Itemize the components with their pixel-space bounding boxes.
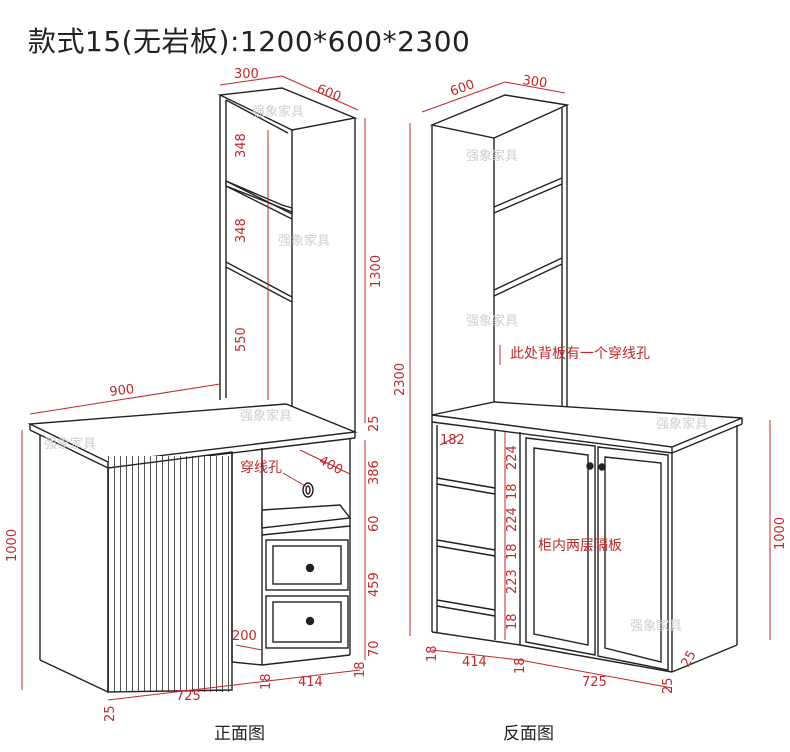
caption-back: 反面图 [503, 724, 554, 744]
watermark: 强象家具 [278, 233, 330, 249]
dim-leg: 200 [232, 629, 257, 644]
dim-bottom-5: 18 [353, 661, 368, 678]
dim-shelf-2: 348 [234, 218, 249, 243]
note-wire-hole: 穿线孔 [240, 460, 282, 476]
front-dimension-lines [21, 75, 366, 701]
dim-bottom-3: 18 [259, 673, 274, 690]
watermarks: 强象家具 强象家具 强象家具 强象家具 强象家具 强象家具 强象家具 强象家具 [44, 104, 708, 634]
watermark: 强象家具 [252, 104, 304, 120]
dim-row-3: 224 [505, 507, 520, 532]
dim-shelf-1: 348 [234, 133, 249, 158]
page-title: 款式15(无岩板):1200*600*2300 [28, 25, 471, 58]
back-view [429, 94, 743, 673]
dim-row-6: 18 [505, 613, 520, 630]
dim-back-bottom-2: 414 [462, 655, 487, 670]
dim-desk-width: 900 [109, 382, 135, 400]
dim-desk-height: 1000 [5, 529, 20, 562]
dim-back-bottom-5: 25 [661, 677, 676, 694]
dim-back-bottom-3: 18 [513, 657, 528, 674]
dim-back-bottom-4: 725 [582, 675, 607, 690]
front-view [27, 87, 358, 693]
dim-row-2: 18 [505, 483, 520, 500]
dim-tower-height: 1300 [369, 255, 384, 288]
dim-back-bottom-6: 25 [678, 648, 699, 670]
front-dimension-labels: 300 600 348 348 550 1300 25 400 386 60 4… [5, 67, 384, 722]
note-back-hole: 此处背板有一个穿线孔 [510, 346, 650, 362]
dim-top-width: 300 [234, 67, 259, 82]
back-dimension-lines [409, 81, 771, 689]
dim-row-5: 223 [505, 569, 520, 594]
dim-back-depth: 600 [448, 77, 476, 100]
dim-shelf-depth: 182 [440, 433, 465, 448]
dim-bottom-1: 25 [103, 705, 118, 722]
caption-front: 正面图 [214, 724, 265, 744]
dim-back-width: 300 [521, 73, 548, 91]
dim-total-height: 2300 [393, 363, 408, 396]
dim-bottom-4: 414 [298, 675, 323, 690]
note-partitions: 柜内两层隔板 [538, 538, 622, 554]
watermark: 强象家具 [240, 408, 292, 424]
watermark: 强象家具 [466, 313, 518, 329]
dim-back-bottom-1: 18 [425, 645, 440, 662]
watermark: 强象家具 [656, 416, 708, 432]
dim-row-1: 224 [505, 445, 520, 470]
watermark: 强象家具 [44, 436, 96, 452]
dim-plinth: 70 [367, 640, 382, 657]
dim-divider: 60 [367, 515, 382, 532]
dim-top-depth: 600 [315, 82, 344, 105]
dim-desk-top: 25 [367, 415, 382, 432]
dim-hole-depth: 400 [316, 453, 345, 478]
dim-row-4: 18 [505, 543, 520, 560]
dim-bottom-2: 725 [176, 689, 201, 704]
watermark: 强象家具 [466, 148, 518, 164]
dim-cubby: 386 [367, 460, 382, 485]
watermark: 强象家具 [630, 618, 682, 634]
dim-back-desk-height: 1000 [773, 517, 788, 550]
dim-shelf-3: 550 [234, 327, 249, 352]
dim-drawers: 459 [367, 572, 382, 597]
back-dimension-labels: 600 300 2300 1000 182 224 18 224 18 223 … [393, 73, 788, 694]
